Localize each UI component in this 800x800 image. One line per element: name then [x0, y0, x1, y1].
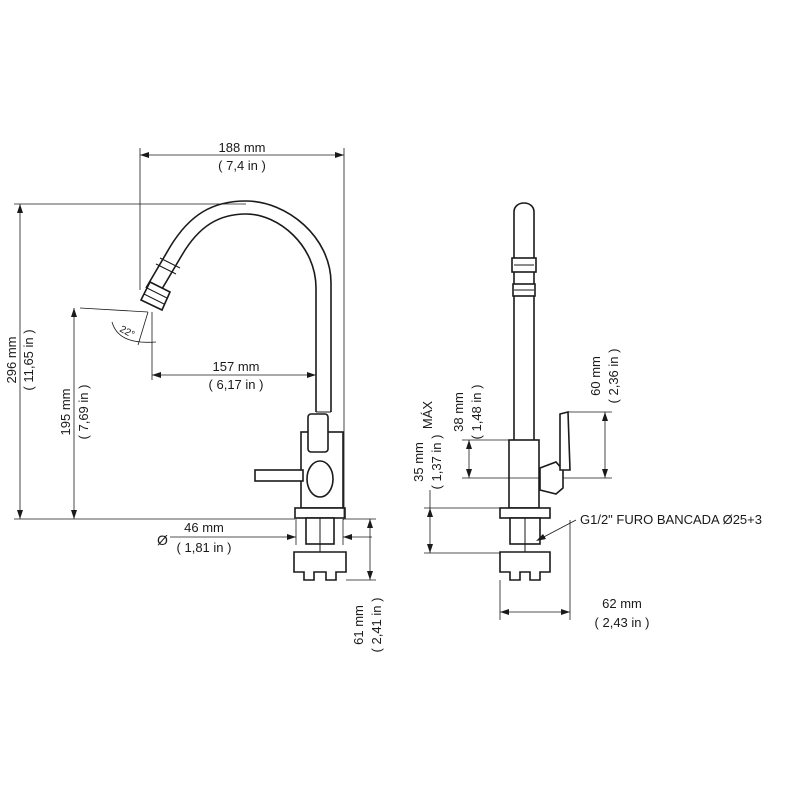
dim-62-mm: 62 mm — [602, 596, 642, 611]
dim-46-mm: 46 mm — [184, 520, 224, 535]
front-dimensions: 188 mm ( 7,4 in ) 157 mm ( 6,17 in ) 296… — [4, 140, 384, 652]
front-view: 22° — [79, 200, 347, 581]
handle-disc — [307, 413, 329, 453]
dim-35-in: ( 1,37 in ) — [429, 435, 444, 490]
angle-arc — [111, 321, 157, 343]
dim-188-mm: 188 mm — [219, 140, 266, 155]
side-lever — [559, 410, 571, 471]
aerator-lines — [143, 287, 168, 305]
angle-ref-line — [79, 307, 149, 313]
angle-label: 22° — [118, 324, 137, 341]
side-base-flange — [499, 507, 551, 519]
dim-157-in: ( 6,17 in ) — [209, 377, 264, 392]
dim-46-symbol: Ø — [157, 532, 168, 548]
dim-62-in: ( 2,43 in ) — [595, 615, 650, 630]
handle-knob — [306, 460, 334, 498]
dim-195-in: ( 7,69 in ) — [76, 385, 91, 440]
spout-outer — [145, 200, 332, 412]
aerator-tip — [139, 280, 172, 312]
dim-188-in: ( 7,4 in ) — [218, 158, 266, 173]
aerator-ring-1 — [155, 257, 181, 275]
side-mixer-body — [508, 439, 540, 509]
side-dimensions: 60 mm ( 2,36 in ) 38 mm ( 1,48 in ) 35 m… — [411, 349, 762, 630]
dim-38-mm: 38 mm — [451, 392, 466, 432]
dim-38-in: ( 1,48 in ) — [469, 385, 484, 440]
dim-61-in: ( 2,41 in ) — [369, 598, 384, 653]
side-view — [499, 202, 571, 581]
dim-46-in: ( 1,81 in ) — [177, 540, 232, 555]
angle-line — [137, 311, 149, 346]
side-fixing-nut — [499, 551, 551, 581]
dim-61-mm: 61 mm — [351, 605, 366, 645]
dim-60-in: ( 2,36 in ) — [606, 349, 621, 404]
dim-195-mm: 195 mm — [58, 389, 73, 436]
spout-inner — [158, 213, 317, 412]
dim-35-mm: 35 mm — [411, 442, 426, 482]
dim-35-max: MÁX — [420, 401, 435, 430]
dim-157-mm: 157 mm — [213, 359, 260, 374]
base-flange — [294, 507, 346, 519]
dim-296-in: ( 11,65 in ) — [21, 329, 36, 390]
connection-label: G1/2" FURO BANCADA Ø25+3 — [580, 512, 762, 527]
handle-lever — [254, 469, 304, 482]
dim-296-mm: 296 mm — [4, 337, 19, 384]
fixing-nut — [293, 551, 347, 581]
side-handle — [539, 461, 564, 495]
dim-60-mm: 60 mm — [588, 356, 603, 396]
